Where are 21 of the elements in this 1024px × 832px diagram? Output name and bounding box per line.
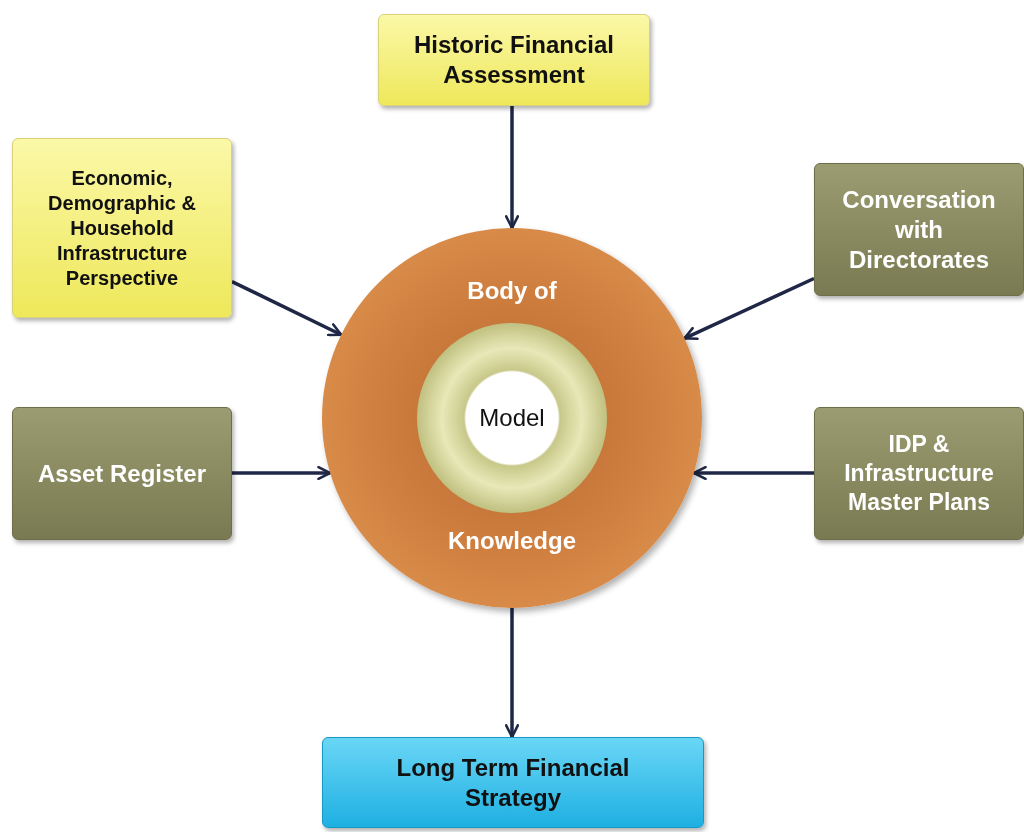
arrow xyxy=(232,465,332,481)
box-label: Long Term Financial Strategy xyxy=(395,752,631,813)
box-label: IDP & Infrastructure Master Plans xyxy=(843,430,995,517)
input-box xyxy=(12,138,232,318)
input-box xyxy=(378,14,650,106)
input-box xyxy=(814,407,1024,540)
box-label: Asset Register xyxy=(37,458,207,489)
input-box xyxy=(814,163,1024,296)
ring-label: Body of xyxy=(466,276,558,306)
box-label: Conversation with Directorates xyxy=(841,184,997,275)
arrow xyxy=(504,608,520,739)
arrow xyxy=(504,106,520,230)
ring-label: Knowledge xyxy=(447,526,577,556)
ring-label: Model xyxy=(479,403,545,433)
arrow xyxy=(231,280,343,337)
input-box xyxy=(12,407,232,540)
arrow xyxy=(683,276,815,340)
box-label: Historic Financial Assessment xyxy=(412,30,616,90)
box-label: Economic, Demographic & Household Infrastructure Perspective xyxy=(47,165,197,291)
arrow xyxy=(692,465,814,481)
output-box xyxy=(322,737,704,828)
